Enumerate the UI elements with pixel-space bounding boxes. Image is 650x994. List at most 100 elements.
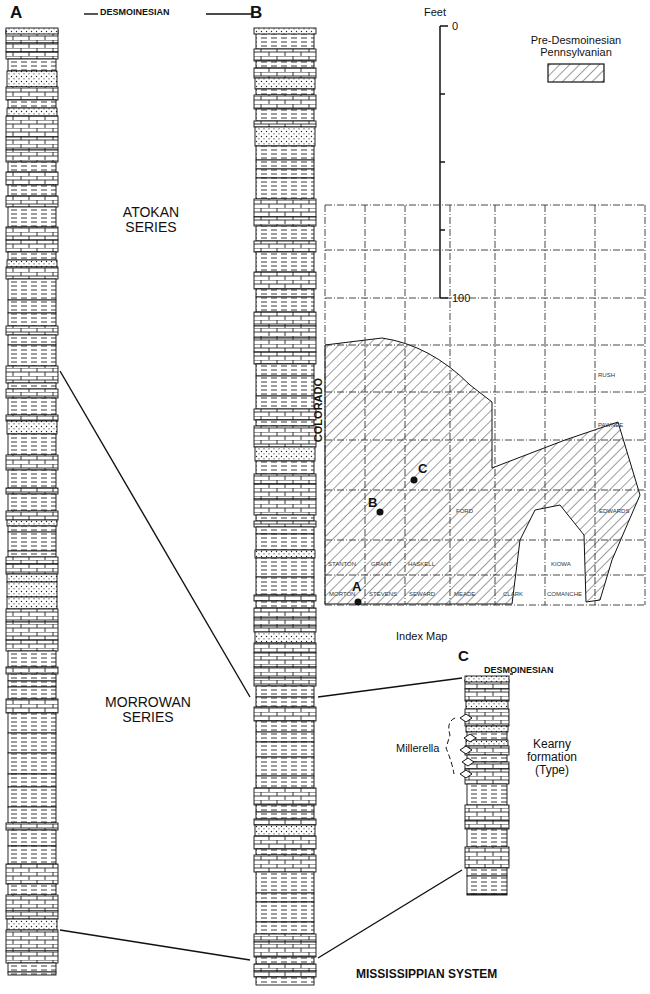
locality-dots (355, 477, 418, 606)
rock-bed (6, 951, 58, 963)
rock-bed (8, 787, 56, 807)
rock-bed (254, 352, 316, 364)
rock-bed (254, 521, 316, 527)
rock-bed (256, 160, 314, 169)
rock-bed (256, 169, 314, 178)
rock-bed (467, 829, 507, 847)
rock-bed (254, 643, 316, 653)
county-name: RUSH (598, 372, 615, 379)
rock-bed (6, 930, 58, 951)
county-name: HASKELL (408, 561, 435, 568)
scale-unit: Feet (424, 6, 446, 18)
rock-bed (7, 520, 57, 526)
rock-bed (254, 241, 316, 252)
rock-bed (256, 872, 314, 893)
rock-bed (256, 776, 314, 788)
map-title: Index Map (396, 630, 447, 642)
rock-bed (256, 757, 314, 776)
rock-bed (465, 821, 509, 829)
rock-bed (256, 364, 314, 376)
rock-bed (8, 300, 56, 313)
rock-bed (254, 855, 316, 872)
rock-bed (6, 699, 58, 713)
series-name: MORROWAN SERIES (90, 695, 206, 726)
rock-bed (254, 667, 316, 678)
rock-bed (256, 226, 314, 241)
county-name: EDWARDS (599, 508, 629, 515)
rock-bed (8, 884, 56, 895)
rock-bed (8, 383, 56, 389)
rock-bed (6, 564, 58, 574)
rock-bed (8, 733, 56, 753)
rock-bed (8, 774, 56, 787)
rock-bed (254, 836, 316, 849)
rock-bed (6, 823, 58, 830)
rock-bed (254, 409, 316, 420)
rock-bed (256, 252, 314, 272)
rock-bed (256, 146, 314, 160)
county-line (325, 205, 645, 206)
rock-bed (6, 326, 58, 335)
sandstone-cap (6, 28, 58, 34)
rock-bed (254, 68, 316, 78)
rock-bed (6, 52, 58, 59)
rock-bed (254, 618, 316, 626)
rock-bed (256, 957, 314, 964)
rock-bed (6, 227, 58, 240)
rock-bed (256, 396, 314, 409)
county-name: KIOWA (551, 561, 571, 568)
rock-bed (255, 632, 315, 643)
rock-bed (466, 726, 508, 732)
rock-bed (8, 526, 56, 532)
rock-bed (6, 389, 58, 398)
rock-bed (8, 252, 56, 260)
rock-bed (254, 121, 316, 127)
county-line (545, 205, 546, 605)
rock-bed (254, 653, 316, 667)
rock-bed (465, 689, 509, 701)
rock-bed (254, 326, 316, 338)
rock-bed (465, 769, 509, 784)
rock-bed (6, 511, 58, 520)
rock-bed (6, 240, 58, 252)
rock-bed (8, 59, 56, 71)
rock-bed (255, 825, 315, 836)
rock-bed (8, 470, 56, 488)
rock-bed (256, 812, 314, 819)
rock-bed (254, 788, 316, 805)
county-name: STANTON (328, 561, 356, 568)
rock-bed (256, 515, 314, 521)
rock-bed (256, 178, 314, 199)
rock-bed (7, 108, 57, 116)
rock-bed (254, 971, 316, 977)
rock-bed (254, 707, 316, 721)
rock-bed (256, 849, 314, 855)
rock-bed (254, 484, 316, 499)
rock-bed (6, 366, 58, 383)
county-line (325, 345, 645, 346)
series-name: ATOKAN SERIES (108, 205, 194, 236)
rock-bed (8, 674, 56, 681)
rock-bed (256, 89, 314, 95)
rock-bed (254, 474, 316, 484)
sandstone-cap (465, 676, 509, 682)
rock-bed (8, 681, 56, 687)
rock-bed (6, 43, 58, 52)
legend-swatch (548, 64, 604, 82)
rock-bed (8, 551, 56, 557)
rock-bed (254, 426, 316, 447)
rock-bed (467, 876, 507, 894)
rock-bed (256, 742, 314, 757)
rock-bed (256, 558, 314, 577)
rock-bed (256, 420, 314, 426)
county-line (495, 205, 496, 605)
county-name: STEVENS (369, 591, 397, 598)
county-line (405, 205, 406, 605)
locality-letter: C (418, 462, 427, 476)
rock-bed (256, 732, 314, 742)
rock-bed (6, 640, 58, 651)
county-line (645, 205, 646, 605)
rock-bed (7, 597, 57, 609)
rock-bed (6, 150, 58, 162)
rock-bed (255, 550, 315, 558)
